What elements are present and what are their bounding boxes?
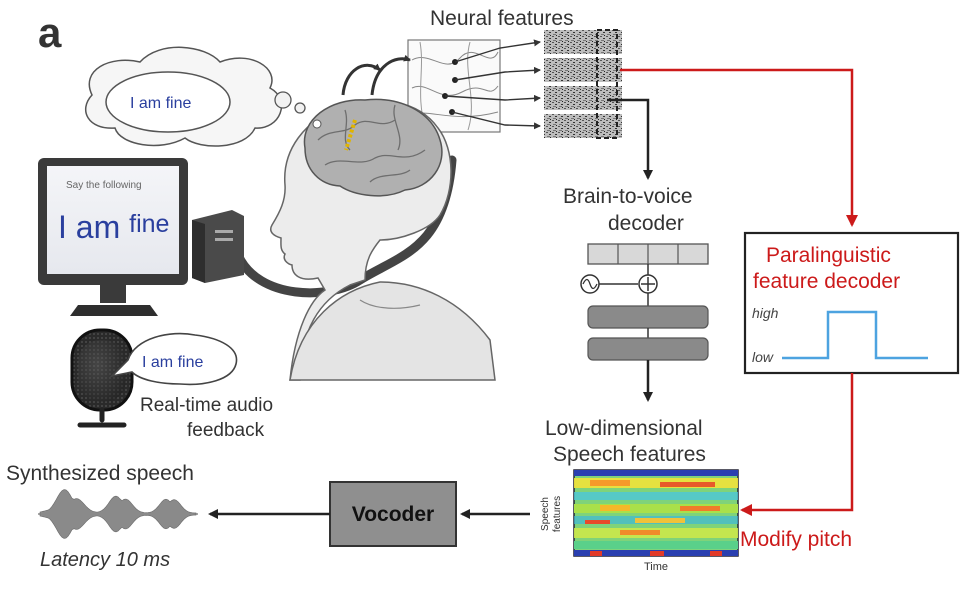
- monitor-illustration: Say the following I am fine: [38, 158, 188, 316]
- feedback-label-line1: Real-time audio: [140, 395, 273, 416]
- modify-pitch-label: Modify pitch: [740, 528, 852, 551]
- low-dim-line2: Speech features: [553, 443, 706, 466]
- implant-electrode: [344, 119, 357, 151]
- arrow-to-paralinguistic: [620, 68, 858, 227]
- paralinguistic-line1: Paralinguistic: [766, 244, 891, 267]
- monitor-text: I am fine: [58, 209, 169, 245]
- neural-features-label: Neural features: [430, 7, 574, 30]
- heatmap-y-label-line2: features: [552, 496, 563, 532]
- thought-bubble-text: I am fine: [130, 95, 191, 112]
- low-dim-line1: Low-dimensional: [545, 417, 703, 440]
- speech-features-heatmap: [573, 469, 739, 557]
- speaker-bubble-text: I am fine: [142, 354, 203, 371]
- monitor-prompt: Say the following: [66, 180, 142, 191]
- pitch-low-label: low: [752, 349, 774, 365]
- brain-shape: [303, 98, 443, 197]
- electrode-to-feature-lines: [444, 39, 541, 130]
- paralinguistic-decoder-box: Paralinguistic feature decoder high low: [743, 231, 960, 375]
- signal-arrow-left: [341, 63, 381, 96]
- pitch-high-label: high: [752, 305, 779, 321]
- person-illustration: [269, 98, 496, 381]
- arrow-to-brain-to-voice: [607, 98, 653, 180]
- synthesized-waveform: [38, 489, 198, 539]
- monitor-screen: [47, 166, 179, 274]
- brain-to-voice-network: [580, 243, 709, 361]
- thought-bubble: I am fine: [84, 46, 306, 147]
- feedback-label-line2: feedback: [187, 420, 265, 441]
- paralinguistic-line2: feature decoder: [753, 270, 900, 293]
- speaker-bubble: I am fine: [109, 332, 238, 386]
- feature-window-box: [596, 29, 618, 139]
- latency-label: Latency 10 ms: [40, 549, 170, 571]
- computer-tower: [192, 210, 244, 283]
- thought-inner-ellipse: [105, 71, 231, 133]
- brain-to-voice-line2: decoder: [608, 212, 684, 235]
- panel-label: a: [38, 9, 62, 56]
- synth-label: Synthesized speech: [6, 462, 194, 485]
- vocoder-label: Vocoder: [352, 503, 434, 526]
- brain-to-voice-line1: Brain-to-voice: [563, 185, 693, 208]
- signal-arrow-right: [370, 54, 411, 96]
- heatmap-y-label-line1: Speech: [540, 497, 551, 531]
- pitch-contour-line: [782, 310, 928, 360]
- arrow-modify-pitch: [740, 373, 854, 516]
- neural-features-raster: [544, 29, 622, 139]
- heatmap-x-label: Time: [644, 561, 668, 573]
- microphone-illustration: [70, 328, 134, 428]
